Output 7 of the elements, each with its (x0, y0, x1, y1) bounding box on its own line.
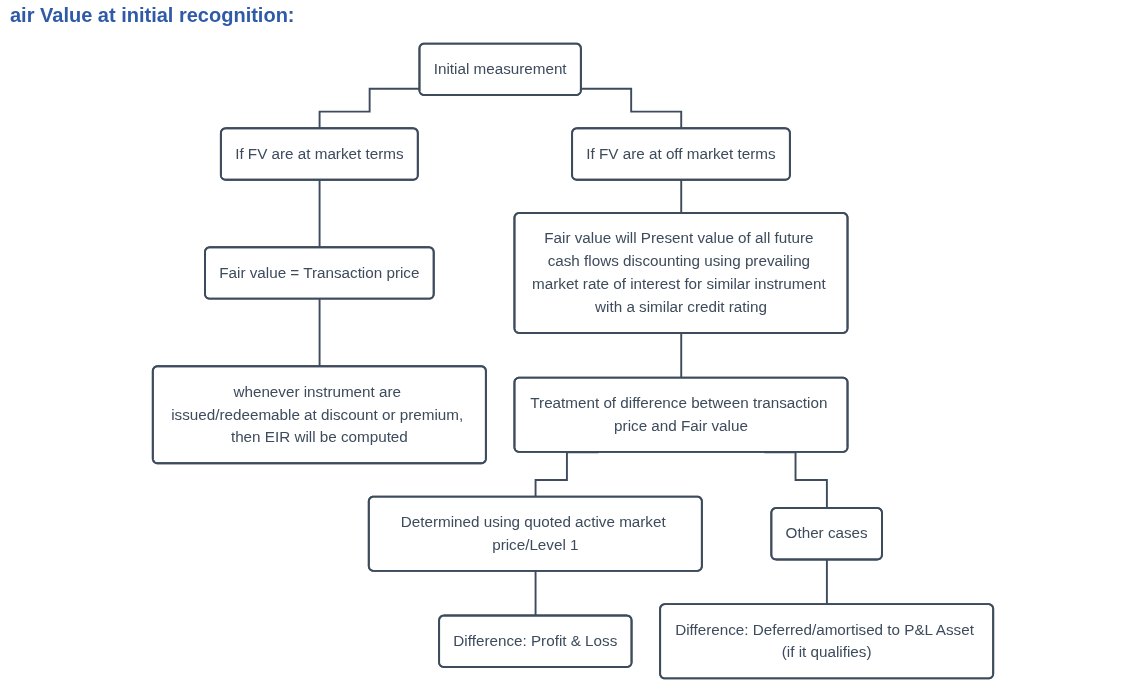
connector (534, 570, 537, 617)
diagram-title: air Value at initial recognition: (10, 4, 295, 27)
connector (680, 179, 683, 215)
connector (318, 179, 321, 249)
connector (580, 87, 683, 130)
connector (318, 298, 321, 368)
connector (825, 558, 829, 606)
